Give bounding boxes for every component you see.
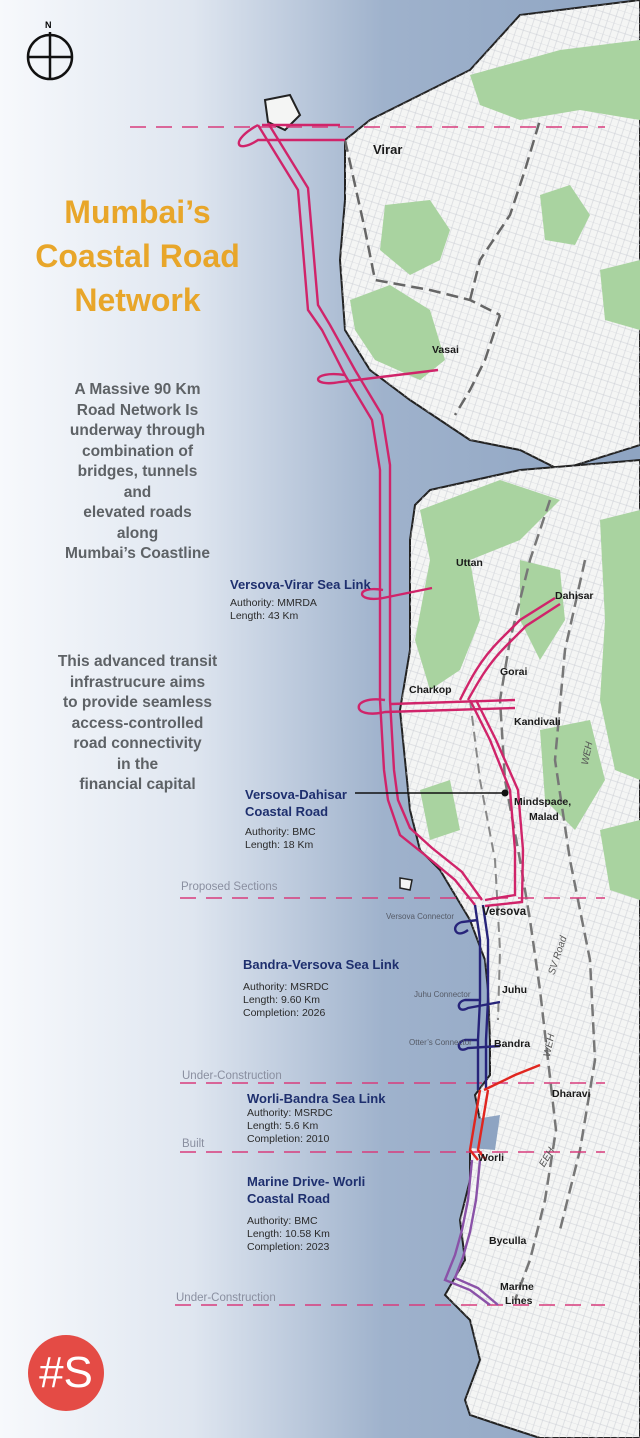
district-boundary [343, 139, 501, 317]
bandra-versova-sea-link-route [454, 904, 501, 1090]
forest-patch [540, 185, 590, 245]
forest-patch [420, 480, 560, 560]
forest-patch [600, 510, 640, 780]
place-uttan: Uttan [456, 557, 483, 569]
compass-label: N [45, 20, 52, 30]
place-lines: Lines [505, 1295, 533, 1307]
page-title: Mumbai’s Coastal Road Network [35, 194, 240, 318]
forest-patch [380, 200, 450, 275]
route-versova-virar: Versova-Virar Sea Link Authority: MMRDA … [230, 577, 371, 622]
place-malad: Malad [529, 811, 559, 823]
mahim-creek [470, 1115, 500, 1150]
compass-icon [26, 32, 74, 81]
pointer-dot [501, 789, 509, 797]
section-dividers [130, 126, 605, 1306]
place-mindspace: Mindspace, [514, 796, 572, 808]
otters-connector-label: Otter’s Connector [409, 1038, 472, 1047]
place-virar: Virar [373, 142, 403, 157]
route-marine-drive-worli: Marine Drive- Worli Coastal Road Authori… [247, 1174, 366, 1253]
place-kandivali: Kandivali [514, 716, 561, 728]
brand-logo: #S [28, 1335, 104, 1411]
versova-connector-label: Versova Connector [386, 912, 455, 921]
place-dahisar: Dahisar [555, 590, 594, 602]
place-worli: Worli [478, 1152, 505, 1164]
forest-patch [420, 780, 460, 840]
forest-patch [520, 560, 565, 660]
forest-patch [600, 820, 640, 900]
forest-patch [470, 40, 640, 120]
place-marine: Marine [500, 1281, 534, 1293]
mumbai-landmass [398, 458, 640, 1438]
place-dharavi: Dharavi [552, 1088, 591, 1100]
place-bandra: Bandra [494, 1038, 531, 1050]
forest-patch [415, 560, 480, 690]
marine-drive-worli-route [443, 1159, 499, 1306]
forest-patch [600, 260, 640, 330]
worli-bandra-sea-link-route [468, 1063, 541, 1161]
north-landmass [263, 0, 640, 472]
section-label-proposed: Proposed Sections [181, 881, 278, 893]
place-juhu: Juhu [502, 984, 528, 996]
juhu-connector-label: Juhu Connector [414, 990, 471, 999]
route-worli-bandra: Worli-Bandra Sea Link Authority: MSRDC L… [247, 1091, 386, 1145]
place-versova: Versova [482, 906, 527, 918]
north-islet [263, 93, 302, 132]
forest-patch [350, 285, 445, 380]
versova-virar-sea-link-route [237, 122, 561, 908]
route-bandra-versova: Bandra-Versova Sea Link Authority: MSRDC… [243, 957, 400, 1019]
section-label-under-construction-south: Under-Construction [176, 1292, 276, 1304]
section-label-built: Built [182, 1138, 205, 1150]
route-versova-dahisar: Versova-Dahisar Coastal Road Authority: … [245, 787, 347, 851]
place-charkop: Charkop [409, 684, 452, 696]
place-byculla: Byculla [489, 1235, 527, 1247]
section-label-under-construction: Under-Construction [182, 1070, 282, 1082]
place-gorai: Gorai [500, 666, 528, 678]
place-vasai: Vasai [432, 344, 459, 356]
